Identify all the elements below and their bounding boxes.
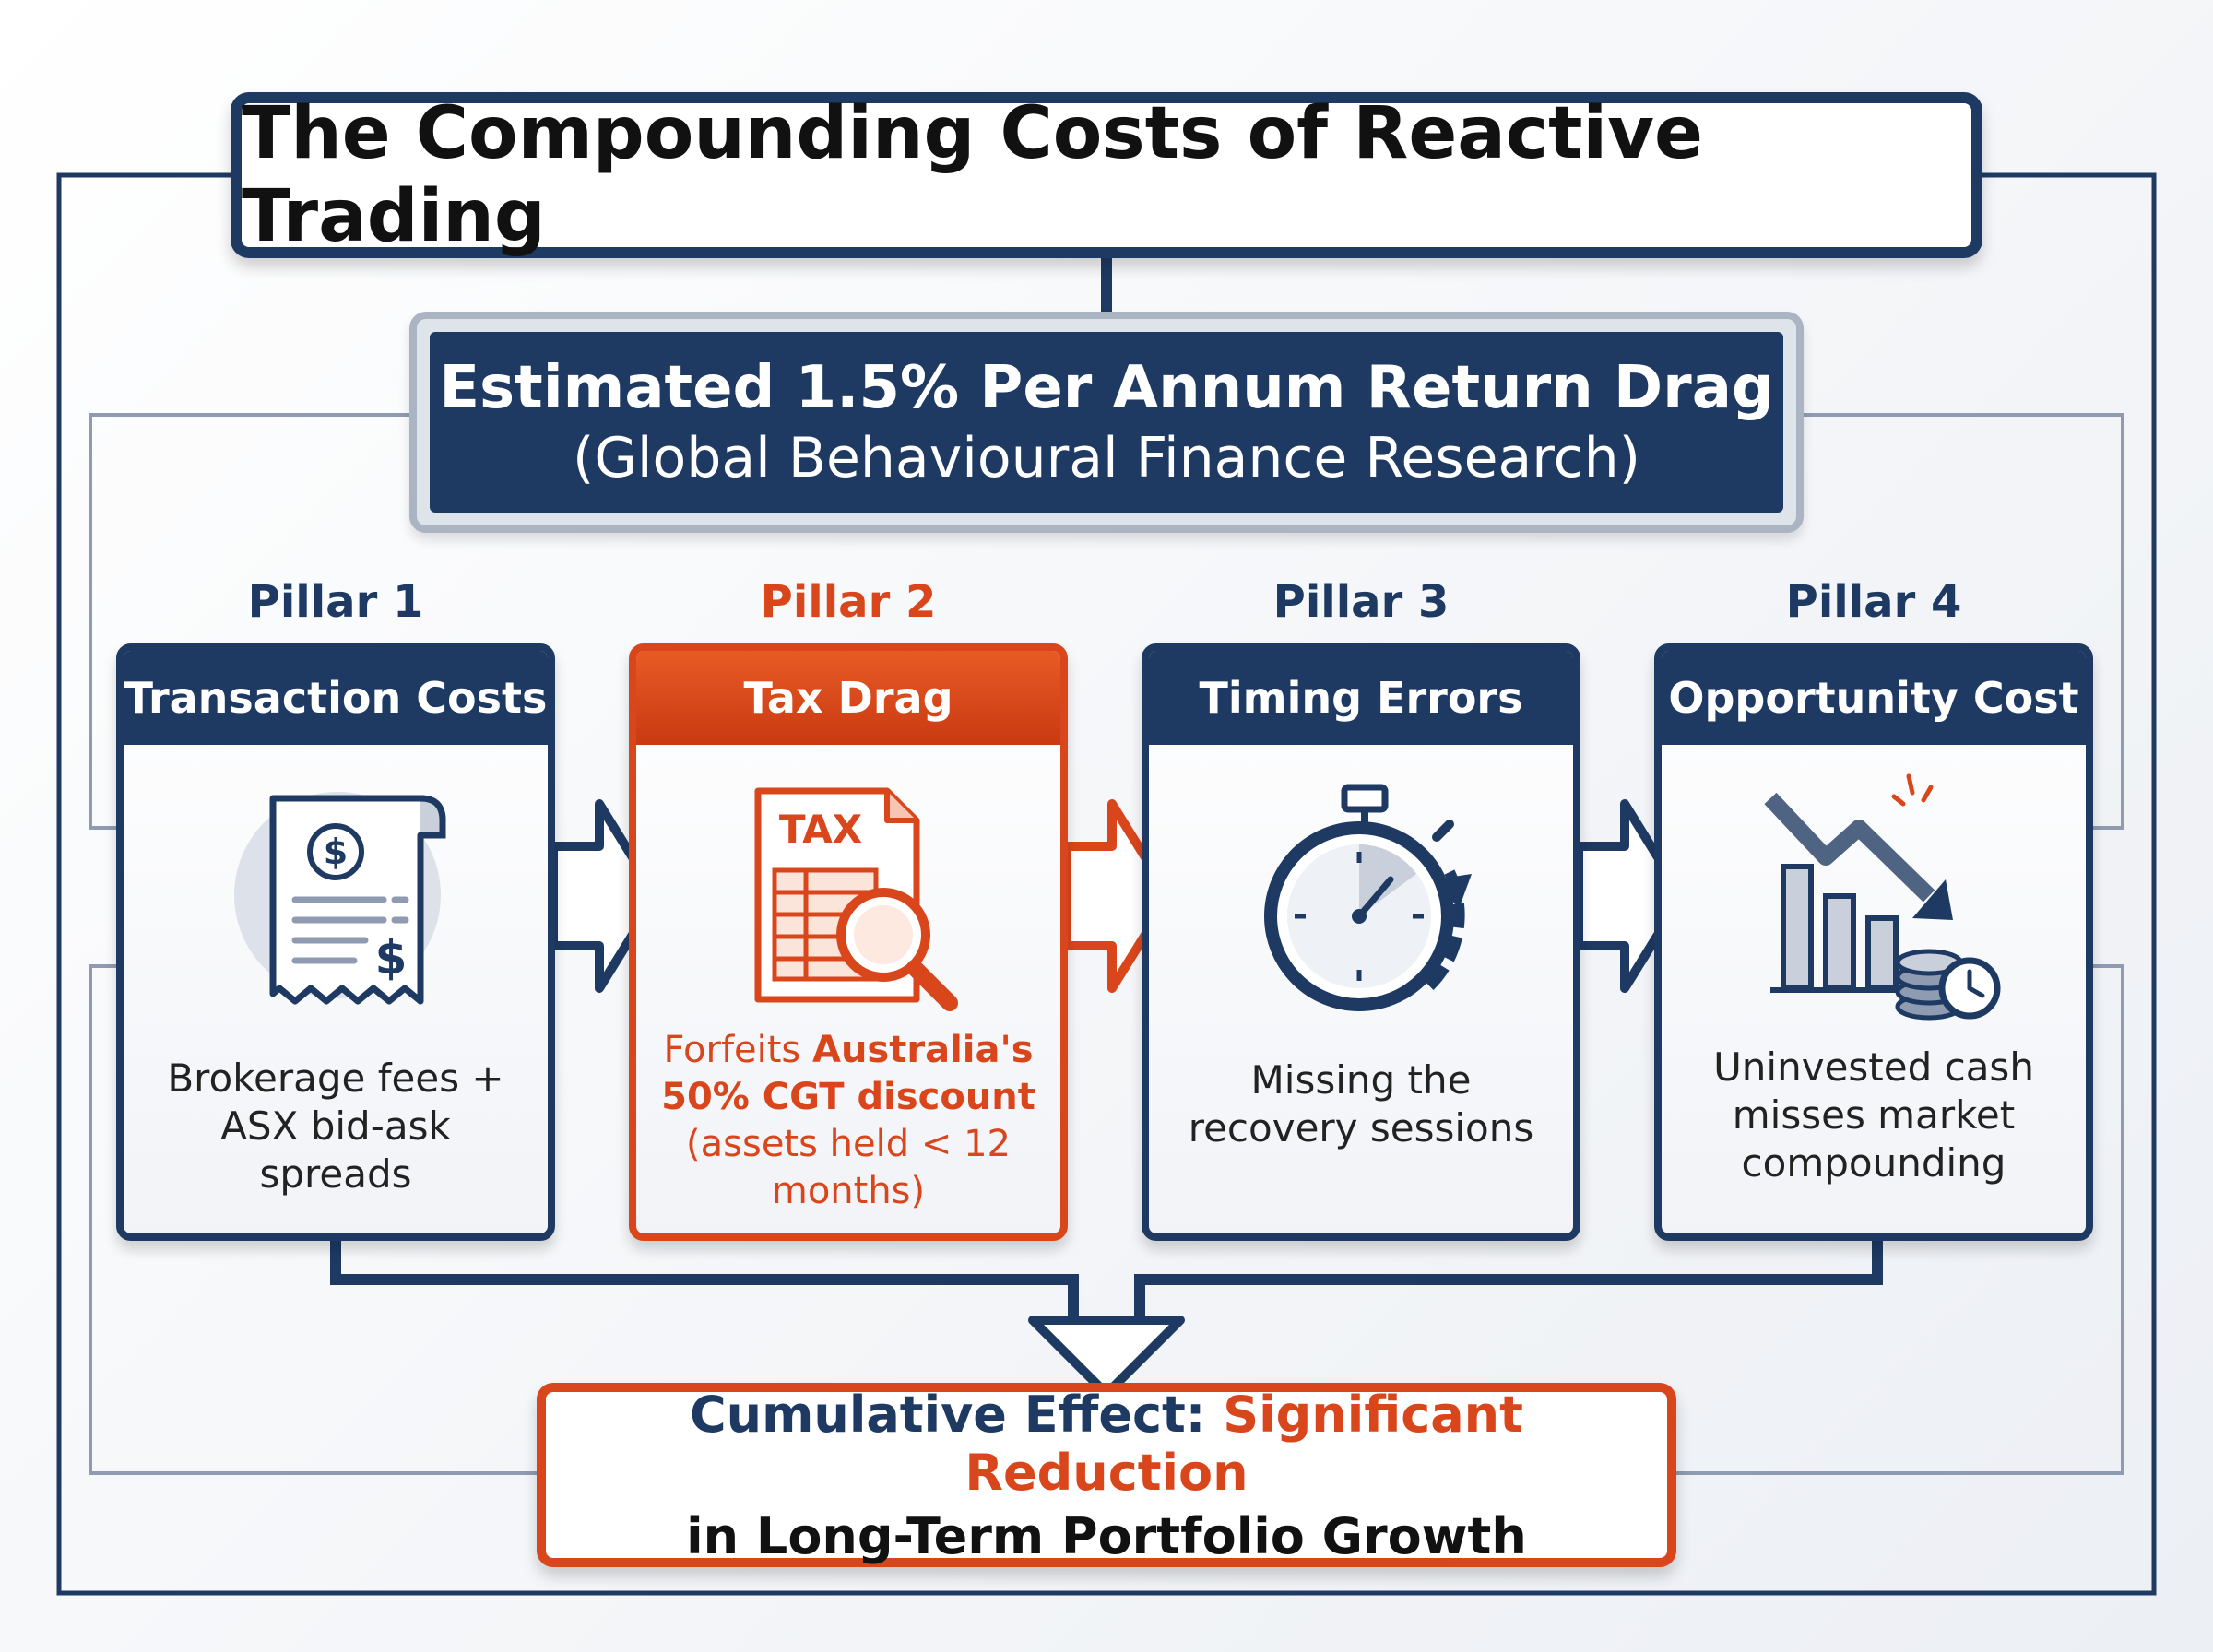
outcome-highlight: Significant Reduction [964, 1385, 1523, 1502]
down-arrow [1028, 1316, 1185, 1398]
pillar-4-description-line: compounding [1741, 1140, 2006, 1186]
inner-frame-right-top [1804, 413, 2124, 830]
estimate-headline: Estimated 1.5% Per Annum Return Drag [439, 354, 1774, 422]
pillar-4-description: Uninvested cash misses market compoundin… [1680, 1044, 2067, 1187]
pillar-4-label: Pillar 4 [1785, 576, 1962, 628]
pillar-2-description-emph: Australia's [811, 1029, 1034, 1071]
estimate-banner-inner: Estimated 1.5% Per Annum Return Drag (Gl… [430, 332, 1783, 513]
arrow-2-to-3 [1061, 799, 1174, 993]
inner-frame-left-bottom [89, 964, 537, 1475]
pillar-1-label: Pillar 1 [247, 576, 424, 628]
pillar-3-heading: Timing Errors [1149, 651, 1573, 745]
page-title: The Compounding Costs of Reactive Tradin… [242, 92, 1703, 258]
outcome-lead: Cumulative Effect: [690, 1385, 1224, 1444]
pillar-1-description: Brokerage fees + ASX bid-ask spreads [142, 1055, 529, 1198]
outcome-line-1: Cumulative Effect: Significant Reduction [546, 1386, 1667, 1502]
outcome-line-2: in Long-Term Portfolio Growth [686, 1506, 1527, 1565]
pillar-4-description-line: Uninvested cash [1713, 1044, 2034, 1090]
pillar-1-heading: Transaction Costs [124, 651, 548, 745]
pillar-4-card: Opportunity Cost Uninvested cash misses … [1654, 643, 2093, 1241]
tax-label: TAX [779, 807, 862, 852]
pillar-3-description-line: Missing the [1250, 1057, 1472, 1103]
arrow-3-to-4 [1574, 799, 1686, 993]
pillar-3-label: Pillar 3 [1272, 576, 1450, 628]
collector-left [330, 1241, 1079, 1320]
pillar-1-description-line: spreads [259, 1151, 412, 1197]
receipt-dollar-icon: $ $ [234, 792, 446, 1005]
pillar-2-description-line: (assets held < 12 [686, 1123, 1011, 1165]
title-box: The Compounding Costs of Reactive Tradin… [231, 92, 1982, 258]
declining-chart-coins-icon [1764, 773, 2001, 1021]
pillar-2-description-lead: Forfeits [663, 1029, 812, 1071]
pillar-2-label: Pillar 2 [760, 576, 937, 628]
outcome-box: Cumulative Effect: Significant Reduction… [537, 1383, 1676, 1567]
stopwatch-icon [1264, 784, 1472, 1011]
pillar-2-card: Tax Drag TAX Forfeits Australia's 50% CG… [629, 643, 1068, 1241]
pillar-3-description: Missing the recovery sessions [1167, 1056, 1555, 1152]
arrow-1-to-2 [549, 799, 661, 993]
estimate-source: (Global Behavioural Finance Research) [572, 426, 1641, 490]
pillar-2-description-line: months) [771, 1170, 926, 1212]
svg-text:$: $ [375, 931, 408, 985]
pillar-3-description-line: recovery sessions [1188, 1105, 1534, 1150]
outer-frame [56, 172, 2157, 1596]
pillar-4-description-line: misses market [1732, 1092, 2016, 1138]
pillar-2-description-line: Forfeits Australia's [655, 1027, 1042, 1074]
pillar-2-description-emph: 50% CGT discount [661, 1076, 1035, 1118]
pillar-1-card: Transaction Costs $ $ Brokerage fees + A… [116, 643, 555, 1241]
pillar-2-heading: Tax Drag [636, 651, 1060, 745]
inner-frame-right-bottom [1676, 964, 2124, 1475]
pillar-1-description-line: Brokerage fees + [167, 1056, 504, 1101]
pillar-2-description: Forfeits Australia's 50% CGT discount (a… [655, 1027, 1042, 1215]
estimate-banner: Estimated 1.5% Per Annum Return Drag (Gl… [409, 312, 1804, 533]
pillar-3-card: Timing Errors Missing the recovery sessi… [1142, 643, 1580, 1241]
pillar-4-heading: Opportunity Cost [1662, 651, 2086, 745]
tax-document-magnifier-icon: TAX [754, 787, 958, 1011]
pillar-1-description-line: ASX bid-ask [220, 1103, 451, 1149]
collector-right [1134, 1241, 1883, 1320]
inner-frame-left-top [89, 413, 409, 830]
svg-text:$: $ [324, 832, 348, 872]
